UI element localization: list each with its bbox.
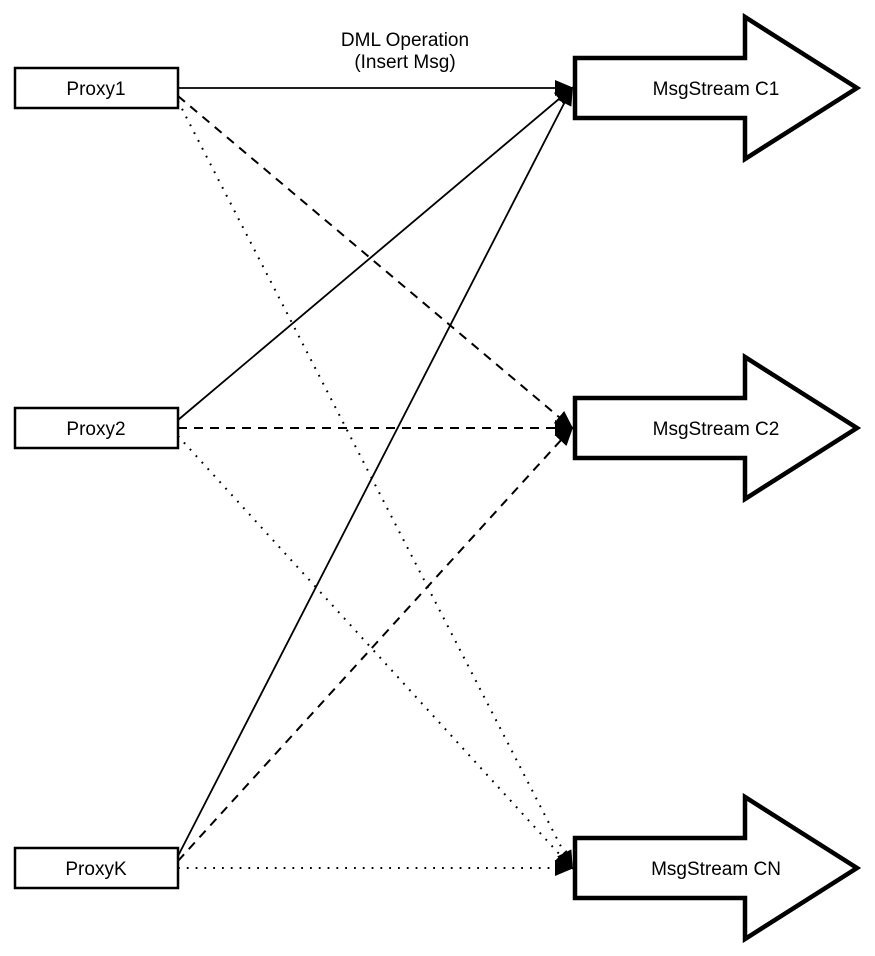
stream-label-cn: MsgStream CN [651, 859, 781, 880]
connector-proxyk-c2 [177, 426, 574, 862]
stream-label-c2: MsgStream C2 [653, 419, 780, 440]
proxy-box-proxy2 [13, 406, 180, 450]
proxy-label-proxy2: Proxy2 [66, 419, 125, 440]
proxy-node-proxyk: ProxyK [13, 846, 180, 890]
connector-proxy1-c2 [177, 95, 574, 430]
connector-proxy2-cn [177, 435, 574, 870]
stream-arrow-shape-cn [572, 792, 862, 944]
proxy-label-proxy1: Proxy1 [66, 79, 125, 100]
diagram-title-line2: (Insert Msg) [354, 52, 455, 73]
stream-label-c1: MsgStream C1 [653, 79, 780, 100]
proxy-node-proxy1: Proxy1 [13, 66, 180, 110]
proxy-label-proxyk: ProxyK [65, 859, 127, 880]
connector-proxyk-c1 [177, 86, 573, 857]
connector-proxy2-c1 [177, 86, 574, 421]
stream-arrow-shape-c2 [572, 352, 862, 504]
stream-arrow-shape-c1 [572, 12, 862, 164]
proxy-box-proxyk [13, 846, 180, 890]
stream-node-c2: MsgStream C2 [572, 352, 862, 504]
stream-node-c1: MsgStream C1 [572, 12, 862, 164]
diagram-title-line1: DML Operation [341, 30, 469, 51]
proxy-box-proxy1 [13, 66, 180, 110]
connector-proxy1-cn [177, 100, 573, 870]
proxy-node-proxy2: Proxy2 [13, 406, 180, 450]
stream-node-cn: MsgStream CN [572, 792, 862, 944]
